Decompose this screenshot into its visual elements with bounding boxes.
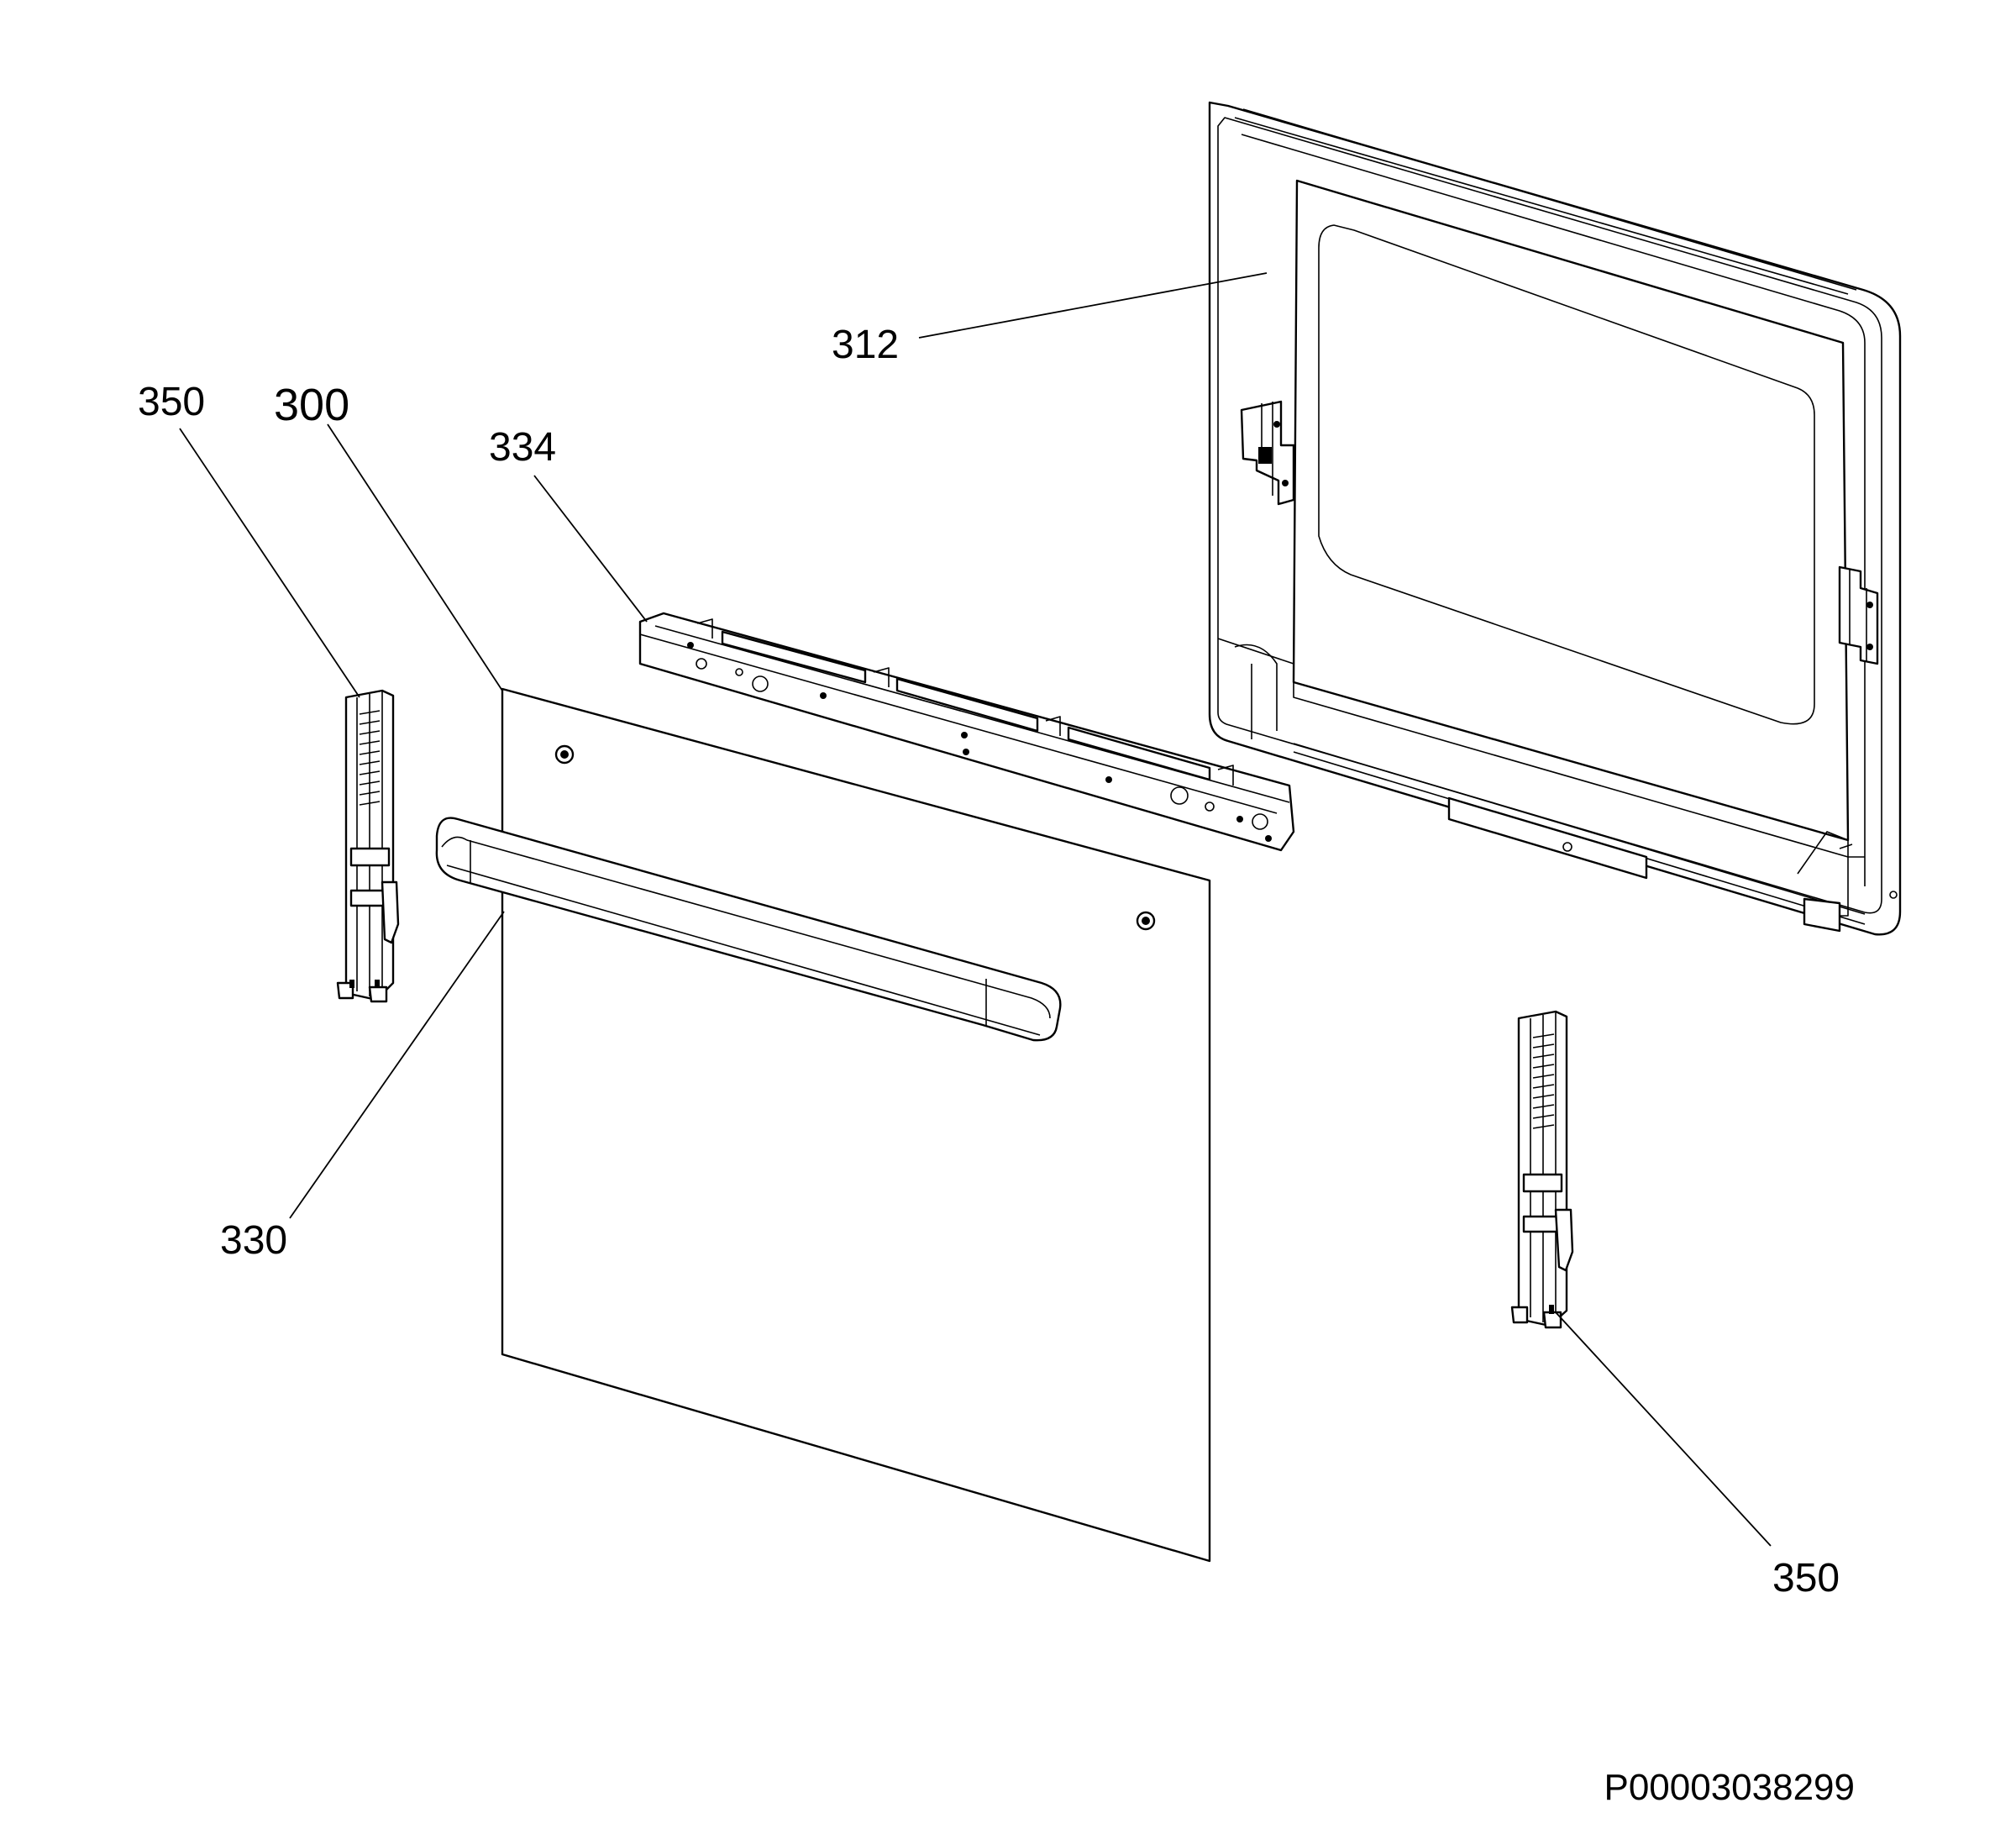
inner-door-frame-part xyxy=(1208,101,1902,936)
callout-350-left: 350 xyxy=(138,380,205,424)
callout-330: 330 xyxy=(220,1218,287,1263)
callout-350-right: 350 xyxy=(1772,1556,1840,1600)
leader-lines xyxy=(179,272,1772,1547)
top-profile-part xyxy=(638,612,1295,852)
leader-312 xyxy=(918,272,1268,339)
leader-300 xyxy=(327,423,503,691)
leader-334 xyxy=(533,475,648,623)
callout-334: 334 xyxy=(489,425,556,470)
left-hinge-part xyxy=(336,689,400,1003)
door-handle-part xyxy=(435,817,1062,1042)
outer-door-panel-part xyxy=(501,687,1211,1563)
callout-300: 300 xyxy=(274,380,349,430)
leader-350-left xyxy=(179,428,360,698)
reference-code: P00003038299 xyxy=(1604,1767,1855,1808)
leader-330 xyxy=(289,911,505,1219)
leader-350-right xyxy=(1555,1311,1772,1547)
right-hinge-part xyxy=(1510,1010,1574,1329)
callout-312: 312 xyxy=(832,323,899,367)
